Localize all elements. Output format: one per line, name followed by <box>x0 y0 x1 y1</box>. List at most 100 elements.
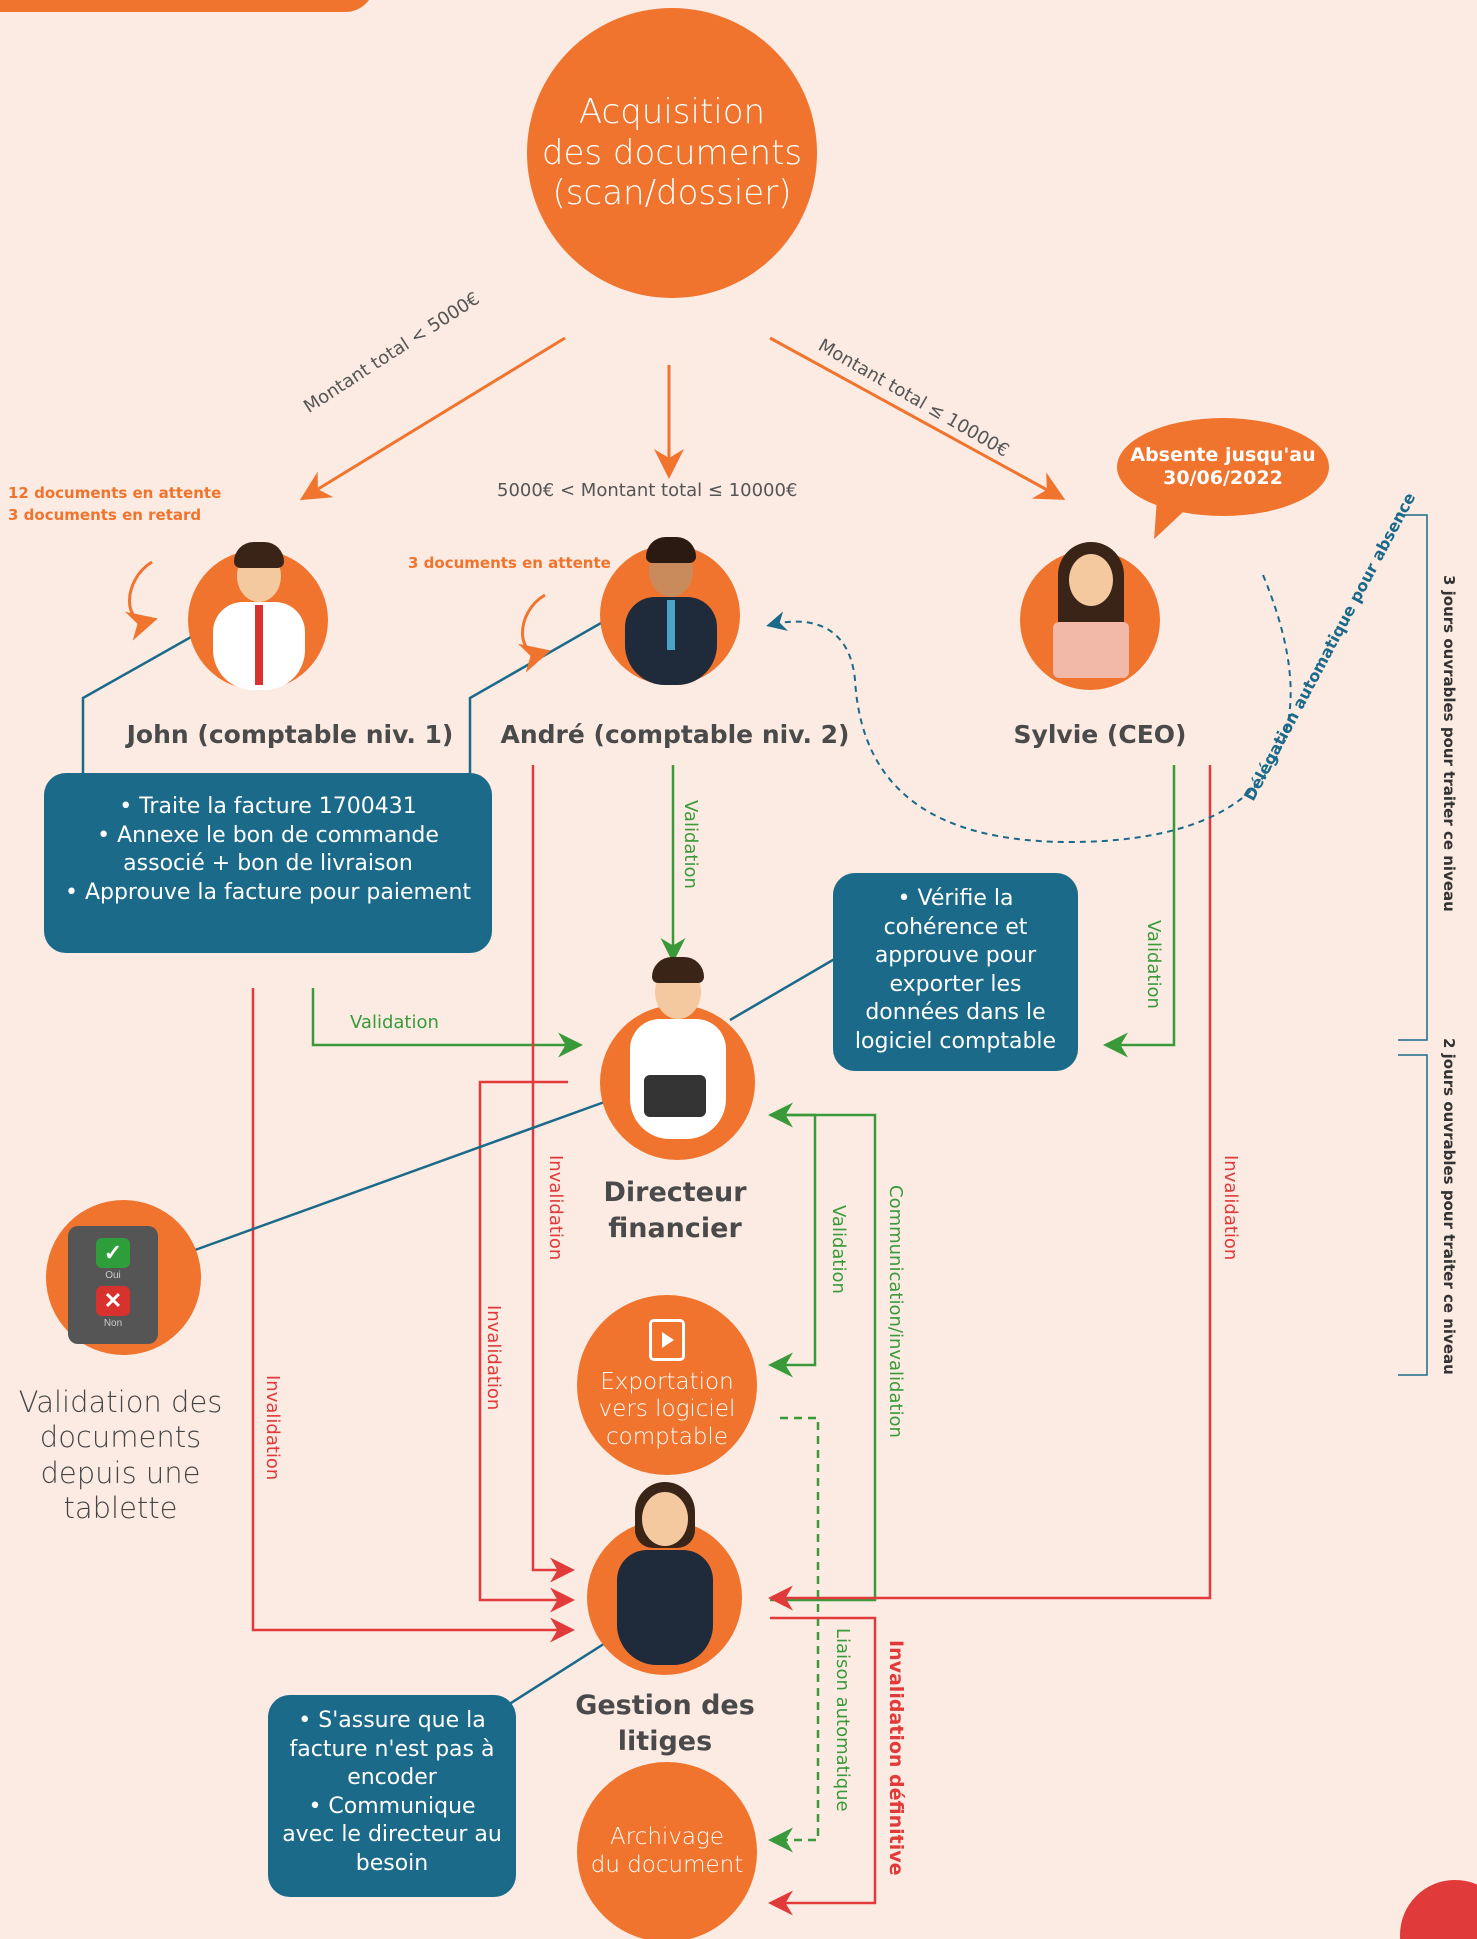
andre-status: 3 documents en attente <box>408 554 611 572</box>
tablet-line4: tablette <box>63 1491 178 1526</box>
john-name: John (comptable niv. 1) <box>126 720 454 749</box>
sidebar-bracket-2 <box>1398 1054 1428 1376</box>
sylvie-name: Sylvie (CEO) <box>1013 720 1187 749</box>
edge-sylvie-invalidation <box>768 765 1212 1611</box>
john-loop-icon <box>124 560 158 641</box>
label-validation-john: Validation <box>350 1012 439 1033</box>
acquisition-line3: (scan/dossier) <box>552 173 792 214</box>
litiges-name: Gestion des litiges <box>560 1688 770 1761</box>
tablet-screen: ✓ Oui ✕ Non <box>68 1226 158 1344</box>
label-mid: 5000€ < Montant total ≤ 10000€ <box>497 480 798 501</box>
sidebar-level1: 3 jours ouvrables pour traiter ce niveau <box>1440 575 1458 912</box>
absence-bubble: Absente jusqu'au 30/06/2022 <box>1117 418 1329 516</box>
label-invalidation-sylvie: Invalidation <box>1220 1155 1241 1261</box>
edge-definitive <box>768 1616 877 1916</box>
edge-directeur-invalidation <box>478 1080 575 1613</box>
litiges-task-2: Communique avec le directeur au besoin <box>282 1793 502 1879</box>
label-invalidation-john: Invalidation <box>262 1375 283 1481</box>
acquisition-line1: Acquisition <box>578 91 766 132</box>
label-liaison: Liaison automatique <box>832 1628 853 1812</box>
directeur-task-1: Vérifie la cohérence et approuve pour ex… <box>851 885 1060 1057</box>
john-avatar <box>188 542 328 690</box>
label-invalidation-andre: Invalidation <box>545 1155 566 1261</box>
john-hair <box>234 542 284 568</box>
edge-sylvie-validation <box>1103 765 1176 1058</box>
john-task-3: Approuve la facture pour paiement <box>58 879 478 908</box>
john-task-list: Traite la facture 1700431 Annexe le bon … <box>58 793 478 907</box>
export-node: Exportation vers logiciel comptable <box>577 1295 757 1475</box>
edge-john-validation <box>311 988 583 1058</box>
litiges-suit <box>617 1550 713 1665</box>
directeur-tasks-box: Vérifie la cohérence et approuve pour ex… <box>833 873 1078 1071</box>
corner-tab <box>0 0 375 12</box>
litiges-face <box>642 1492 688 1546</box>
edge-communication <box>768 1102 877 1602</box>
export-line2: vers logiciel <box>598 1396 736 1423</box>
tablet-device-icon <box>644 1075 706 1117</box>
acquisition-line2: des documents <box>541 132 803 173</box>
andre-tie <box>667 600 675 650</box>
john-status-late: 3 documents en retard <box>8 505 202 524</box>
tablet-line1: Validation des <box>18 1385 223 1419</box>
export-file-icon <box>649 1318 685 1361</box>
john-tie <box>255 605 263 685</box>
tablet-no-icon: ✕ <box>96 1286 130 1316</box>
sylvie-face <box>1069 554 1113 606</box>
directeur-line1: Directeur <box>603 1177 747 1208</box>
directeur-name: Directeur financier <box>560 1175 790 1248</box>
absence-line2: 30/06/2022 <box>1163 467 1283 489</box>
label-definitive: Invalidation définitive <box>885 1640 907 1876</box>
export-line3: comptable <box>606 1423 728 1450</box>
tablet-avatar: ✓ Oui ✕ Non <box>46 1200 201 1355</box>
connector-litiges-box <box>499 1638 611 1712</box>
label-validation-andre: Validation <box>680 800 701 889</box>
tablet-yes-label: Oui <box>105 1270 121 1281</box>
sidebar-level2: 2 jours ouvrables pour traiter ce niveau <box>1440 1038 1458 1375</box>
litiges-line1: Gestion des <box>575 1690 755 1721</box>
litiges-tasks-box: S'assure que la facture n'est pas à enco… <box>268 1695 516 1897</box>
edge-liaison <box>768 1416 820 1853</box>
label-communication: Communication/invalidation <box>885 1185 906 1438</box>
john-status-pending: 12 documents en attente <box>8 484 222 502</box>
edge-andre-invalidation <box>531 765 575 1583</box>
archive-line2: du document <box>590 1852 744 1878</box>
andre-hair <box>646 537 696 563</box>
litiges-task-1: S'assure que la facture n'est pas à enco… <box>282 1707 502 1793</box>
export-line1: Exportation <box>600 1368 734 1395</box>
absence-line1: Absente jusqu'au <box>1130 444 1316 467</box>
connector-directeur-box <box>729 948 851 1022</box>
sidebar-bracket-1 <box>1398 514 1428 1041</box>
label-validation-export: Validation <box>828 1205 849 1294</box>
litiges-task-list: S'assure que la facture n'est pas à enco… <box>282 1707 502 1879</box>
edge-to-sylvie <box>769 336 1066 500</box>
john-task-1: Traite la facture 1700431 <box>58 793 478 822</box>
directeur-task-list: Vérifie la cohérence et approuve pour ex… <box>851 885 1060 1057</box>
litiges-line2: litiges <box>617 1726 713 1758</box>
archive-line1: Archivage <box>610 1824 724 1851</box>
litiges-avatar <box>587 1482 742 1675</box>
label-invalidation-directeur: Invalidation <box>483 1305 504 1411</box>
tablet-caption: Validation des documents depuis une tabl… <box>8 1385 233 1527</box>
directeur-hair <box>652 957 704 983</box>
tablet-line3: depuis une <box>40 1455 201 1490</box>
sylvie-avatar <box>1020 542 1160 690</box>
andre-avatar <box>600 537 740 685</box>
andre-name: André (comptable niv. 2) <box>500 720 850 749</box>
connector-tablet <box>194 1098 611 1252</box>
acquisition-node: Acquisition des documents (scan/dossier) <box>527 8 817 298</box>
john-task-2: Annexe le bon de commande associé + bon … <box>58 822 478 879</box>
label-validation-sylvie: Validation <box>1143 920 1164 1009</box>
tablet-line2: documents <box>39 1420 202 1455</box>
connector-andre-box <box>468 613 616 773</box>
john-tasks-box: Traite la facture 1700431 Annexe le bon … <box>44 773 492 953</box>
edge-to-john <box>299 336 566 501</box>
john-status: 12 documents en attente 3 documents en r… <box>8 483 221 527</box>
edge-john-invalidation <box>251 988 575 1643</box>
connector-john-box <box>81 613 231 773</box>
tablet-no-label: Non <box>103 1318 123 1329</box>
archive-node: Archivage du document <box>577 1762 757 1939</box>
andre-loop-icon <box>517 593 551 673</box>
tablet-yes-icon: ✓ <box>96 1238 130 1268</box>
